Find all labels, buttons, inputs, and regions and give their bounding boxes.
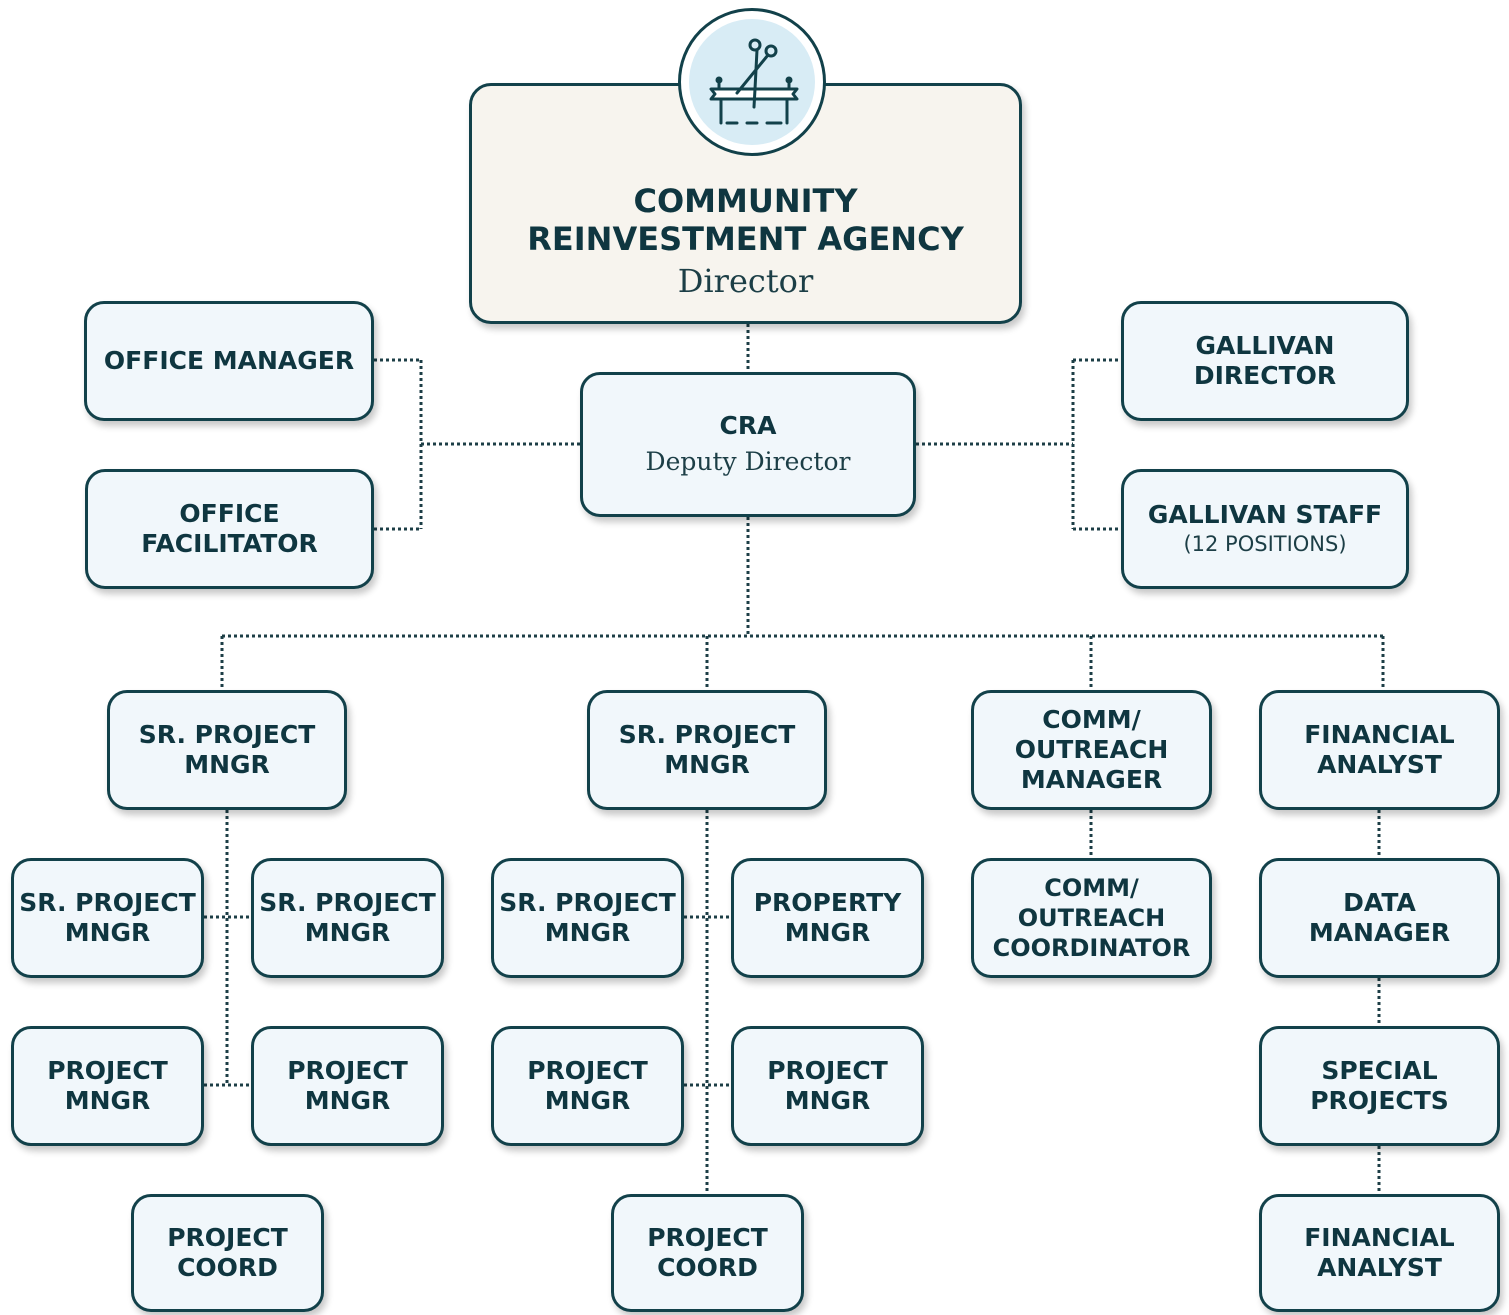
team1-lead-label: SR. PROJECT MNGR bbox=[138, 720, 316, 779]
gallivan-staff-box: GALLIVAN STAFF (12 POSITIONS) bbox=[1121, 469, 1409, 589]
gallivan-staff-positions: (12 POSITIONS) bbox=[1183, 532, 1347, 556]
team1-right-pm-label: PROJECT MNGR bbox=[287, 1056, 408, 1115]
deputy-title: CRA bbox=[719, 410, 777, 440]
data-manager-label: DATA MANAGER bbox=[1308, 888, 1451, 947]
office-manager-label: OFFICE MANAGER bbox=[103, 346, 355, 375]
team1-left-sr-label: SR. PROJECT MNGR bbox=[19, 888, 196, 947]
data-manager-box: DATA MANAGER bbox=[1259, 858, 1500, 978]
agency-logo bbox=[678, 8, 826, 156]
team2-right-pm-label: PROJECT MNGR bbox=[767, 1056, 888, 1115]
financial-analyst-2-box: FINANCIAL ANALYST bbox=[1259, 1194, 1500, 1312]
team1-right-pm-box: PROJECT MNGR bbox=[251, 1026, 444, 1146]
special-projects-box: SPECIAL PROJECTS bbox=[1259, 1026, 1500, 1146]
director-subtitle: Director bbox=[677, 261, 814, 300]
office-manager-box: OFFICE MANAGER bbox=[84, 301, 374, 421]
team1-left-pm-label: PROJECT MNGR bbox=[47, 1056, 168, 1115]
team1-right-sr-label: SR. PROJECT MNGR bbox=[259, 888, 436, 947]
financial-analyst-2-label: FINANCIAL ANALYST bbox=[1304, 1223, 1455, 1282]
team1-left-sr-box: SR. PROJECT MNGR bbox=[11, 858, 204, 978]
team1-coord-label: PROJECT COORD bbox=[167, 1223, 288, 1282]
comm-coordinator-label: COMM/ OUTREACH COORDINATOR bbox=[992, 874, 1191, 962]
office-facilitator-label: OFFICE FACILITATOR bbox=[141, 499, 318, 558]
team2-left-sr-label: SR. PROJECT MNGR bbox=[499, 888, 676, 947]
comm-coordinator-box: COMM/ OUTREACH COORDINATOR bbox=[971, 858, 1212, 978]
ribbon-cutting-icon bbox=[709, 38, 799, 125]
team1-lead-box: SR. PROJECT MNGR bbox=[107, 690, 347, 810]
special-projects-label: SPECIAL PROJECTS bbox=[1310, 1056, 1449, 1115]
team2-left-sr-box: SR. PROJECT MNGR bbox=[491, 858, 684, 978]
gallivan-director-box: GALLIVAN DIRECTOR bbox=[1121, 301, 1409, 421]
gallivan-staff-label: GALLIVAN STAFF bbox=[1147, 500, 1383, 529]
team2-coord-label: PROJECT COORD bbox=[647, 1223, 768, 1282]
team2-left-pm-label: PROJECT MNGR bbox=[527, 1056, 648, 1115]
director-title: COMMUNITY REINVESTMENT AGENCY bbox=[527, 181, 964, 258]
team2-lead-label: SR. PROJECT MNGR bbox=[618, 720, 796, 779]
team2-right-pm-box: PROJECT MNGR bbox=[731, 1026, 924, 1146]
deputy-subtitle: Deputy Director bbox=[645, 446, 851, 476]
comm-manager-label: COMM/ OUTREACH MANAGER bbox=[1014, 705, 1169, 794]
team2-property-label: PROPERTY MNGR bbox=[753, 888, 902, 947]
team2-left-pm-box: PROJECT MNGR bbox=[491, 1026, 684, 1146]
deputy-director-box: CRA Deputy Director bbox=[580, 372, 916, 517]
financial-analyst-box: FINANCIAL ANALYST bbox=[1259, 690, 1500, 810]
team1-left-pm-box: PROJECT MNGR bbox=[11, 1026, 204, 1146]
team1-right-sr-box: SR. PROJECT MNGR bbox=[251, 858, 444, 978]
team1-coord-box: PROJECT COORD bbox=[131, 1194, 324, 1312]
office-facilitator-box: OFFICE FACILITATOR bbox=[85, 469, 374, 589]
financial-analyst-label: FINANCIAL ANALYST bbox=[1304, 720, 1455, 779]
team2-coord-box: PROJECT COORD bbox=[611, 1194, 804, 1312]
comm-manager-box: COMM/ OUTREACH MANAGER bbox=[971, 690, 1212, 810]
gallivan-director-label: GALLIVAN DIRECTOR bbox=[1193, 331, 1337, 390]
team2-property-box: PROPERTY MNGR bbox=[731, 858, 924, 978]
team2-lead-box: SR. PROJECT MNGR bbox=[587, 690, 827, 810]
